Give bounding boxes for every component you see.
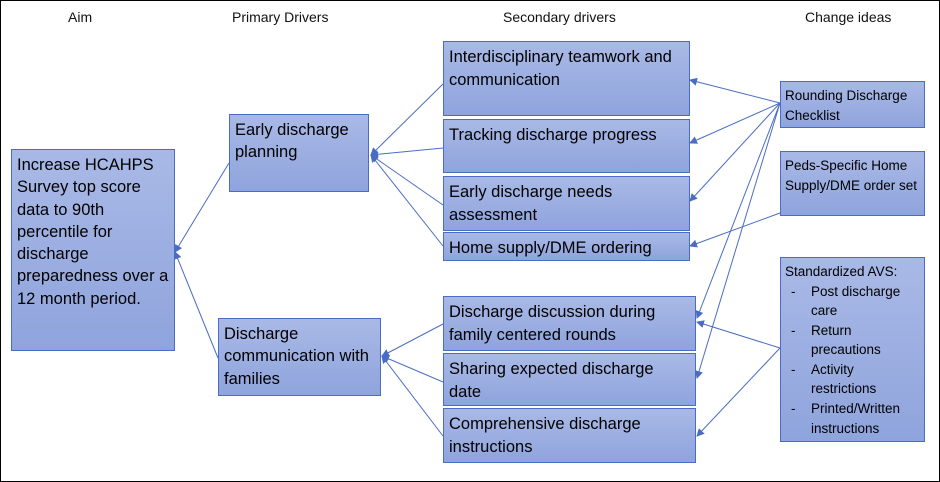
aim-box: Increase HCAHPS Survey top score data to… [11, 149, 175, 351]
primary-driver-early-planning: Early discharge planning [229, 114, 369, 192]
secondary-driver-instructions: Comprehensive discharge instructions [443, 408, 696, 463]
avs-item: Activity restrictions [785, 360, 920, 399]
change-idea-rounding-checklist: Rounding Discharge Checklist [780, 81, 925, 128]
header-change-ideas: Change ideas [805, 9, 892, 25]
avs-item: Printed/Written instructions [785, 399, 920, 438]
secondary-driver-home-supply: Home supply/DME ordering [443, 232, 690, 261]
secondary-driver-teamwork: Interdisciplinary teamwork and communica… [443, 41, 690, 116]
header-aim: Aim [68, 9, 93, 25]
secondary-driver-expected-date: Sharing expected discharge date [443, 353, 696, 406]
avs-list: Post discharge care Return precautions A… [785, 282, 920, 439]
secondary-driver-family-rounds: Discharge discussion during family cente… [443, 296, 696, 351]
header-primary-drivers: Primary Drivers [232, 9, 329, 25]
avs-title: Standardized AVS: [785, 264, 898, 279]
avs-item: Return precautions [785, 321, 920, 360]
change-idea-standardized-avs: Standardized AVS: Post discharge care Re… [780, 257, 925, 442]
secondary-driver-needs-assessment: Early discharge needs assessment [443, 176, 690, 231]
avs-item: Post discharge care [785, 282, 920, 321]
primary-driver-communication: Discharge communication with families [218, 318, 381, 396]
change-idea-dme-order-set: Peds-Specific Home Supply/DME order set [780, 151, 925, 216]
secondary-driver-tracking: Tracking discharge progress [443, 119, 690, 173]
header-secondary-drivers: Secondary drivers [503, 9, 616, 25]
